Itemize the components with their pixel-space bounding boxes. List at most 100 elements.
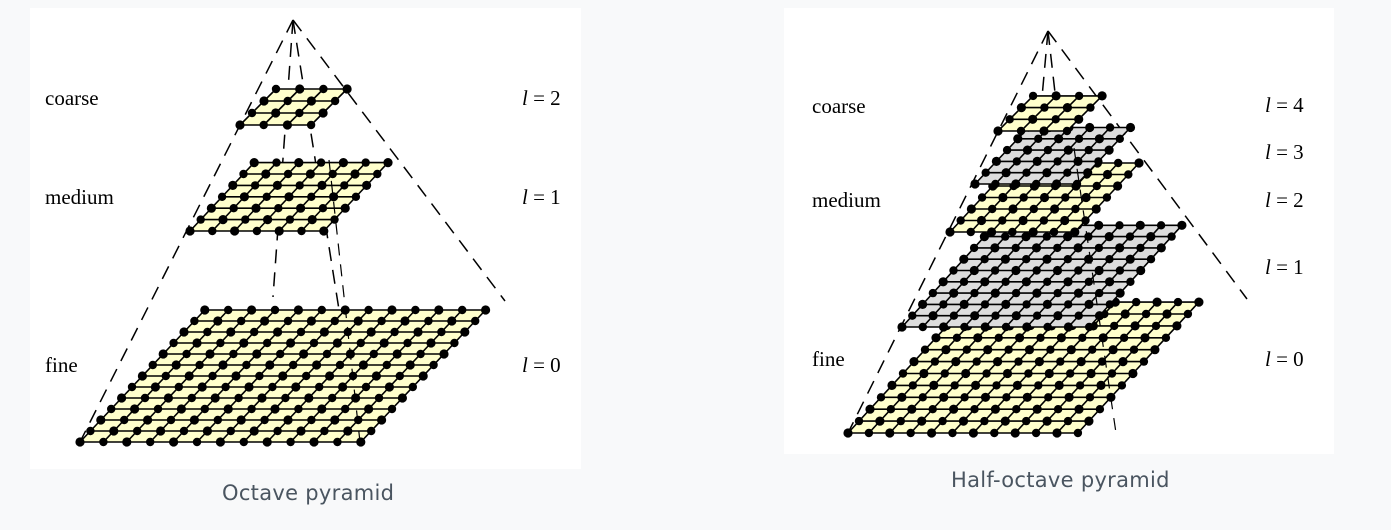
fine-grid-node (426, 338, 436, 348)
fine-grid-node (434, 305, 444, 315)
fine-grid-node (210, 393, 220, 403)
coarse-grid-col-line (286, 88, 324, 126)
level-2-grid-node (1091, 204, 1101, 214)
fine-grid-node (320, 426, 329, 436)
level-1-grid-node (959, 277, 969, 286)
level-1-grid-node (991, 311, 1000, 320)
level-1-grid-node (1094, 265, 1104, 276)
fine-grid-node (242, 360, 251, 370)
level-0-grid-node (941, 345, 951, 355)
coarse-grid-node (283, 96, 292, 106)
level-0-grid-node (917, 416, 927, 426)
level-1-grid-node (1064, 300, 1073, 309)
level-label-4: l = 4 (1265, 93, 1304, 117)
level-0-grid-node (1052, 428, 1062, 438)
fine-grid-node (202, 426, 212, 436)
level-1-grid-node (960, 322, 969, 332)
fine-grid-node (200, 404, 209, 414)
medium-grid-node (330, 215, 339, 224)
fine-grid-node (140, 393, 150, 403)
level-1-grid-node (1156, 243, 1166, 253)
level-1-grid-node (1073, 288, 1084, 298)
level-3-grid-node (1001, 168, 1011, 178)
level-0-grid-node (1118, 357, 1128, 367)
level-0-grid-node (843, 428, 853, 438)
fine-grid-node (192, 437, 202, 447)
level-1-grid-node (1126, 277, 1135, 286)
fine-grid-node (387, 305, 397, 315)
medium-grid-node (262, 192, 271, 201)
level-2-grid-node (956, 216, 965, 225)
fine-grid-node (137, 371, 147, 381)
level-1-grid-node (1011, 311, 1021, 321)
level-1-grid-node (969, 243, 979, 253)
level-2-grid-node (977, 193, 987, 202)
level-0-grid-node (972, 357, 981, 366)
level-0-grid-node (1014, 357, 1023, 366)
fine-grid-node (317, 305, 326, 315)
octave-pyramid-figure: coarse medium fine l = 2 l = 1 l = 0 (30, 8, 581, 469)
fine-grid-node (247, 404, 256, 414)
coarse-grid-node (319, 84, 328, 94)
level-1-grid-node (979, 232, 989, 242)
fine-grid-node (239, 338, 249, 348)
level-1-grid-node (1115, 221, 1124, 230)
level-2-grid-node (1060, 215, 1070, 226)
level-0-grid-node (919, 368, 929, 379)
fine-grid-node (143, 415, 153, 425)
level-4-grid-node (1062, 103, 1072, 113)
level-1-grid-node (1084, 232, 1093, 241)
level-1-grid-col-line (1047, 224, 1141, 328)
fine-grid-node (330, 415, 340, 425)
medium-grid-node (251, 203, 261, 213)
fine-grid-node (263, 338, 272, 348)
level-3-grid-node (1052, 179, 1062, 189)
label-medium: medium (45, 185, 114, 209)
level-3-grid-node (1022, 145, 1033, 155)
fine-grid-node (330, 316, 339, 326)
medium-grid-node (274, 204, 283, 213)
level-0-grid-node (1031, 428, 1041, 438)
level-1-grid-node (1105, 255, 1114, 264)
fine-grid-node (249, 426, 259, 436)
pyramid-right-edge (292, 19, 506, 302)
level-0-grid-node (990, 404, 1000, 414)
fine-grid-node (397, 393, 407, 403)
level-4-grid-node (1005, 115, 1014, 124)
fine-grid-node (231, 371, 241, 381)
coarse-grid-node (247, 108, 257, 118)
fine-grid-node (237, 316, 246, 326)
level-1-grid-node (970, 311, 980, 321)
fine-grid-node (338, 382, 348, 392)
level-1-grid-node (1084, 299, 1094, 309)
coarse-grid-node (259, 120, 268, 130)
level-1-grid-node (939, 322, 949, 332)
fine-grid-node (341, 404, 350, 414)
level-3-grid-node (1013, 134, 1023, 144)
level-0-grid-node (1076, 357, 1086, 367)
level-1-grid-node (949, 266, 958, 275)
level-0-grid-node (1140, 333, 1150, 343)
fine-grid-node (276, 349, 285, 359)
level-4-grid-node (1039, 126, 1049, 136)
level-3-grid-node (1073, 156, 1083, 166)
level-0-grid-node (1086, 368, 1096, 379)
level-0-grid-node (994, 333, 1003, 342)
level-1-grid-node (1167, 232, 1176, 241)
level-0-grid-node (1129, 345, 1139, 354)
level-0-grid-node (951, 357, 961, 367)
fine-grid-node (234, 393, 243, 403)
fine-grid-node (107, 404, 116, 414)
fine-grid-node (450, 338, 459, 348)
level-0-grid-node (1034, 381, 1043, 390)
fine-grid-node (262, 437, 272, 447)
level-0-grid-node (887, 380, 897, 390)
level-0-grid-node (968, 428, 978, 438)
level-0-grid-node (865, 404, 875, 414)
level-2-grid-node (966, 227, 975, 237)
fine-grid-node (268, 382, 277, 392)
level-1-grid-node (980, 277, 990, 287)
level-1-grid-node (1032, 266, 1041, 275)
level-1-grid-node (1084, 277, 1093, 286)
level-0-grid-node (1042, 416, 1052, 426)
